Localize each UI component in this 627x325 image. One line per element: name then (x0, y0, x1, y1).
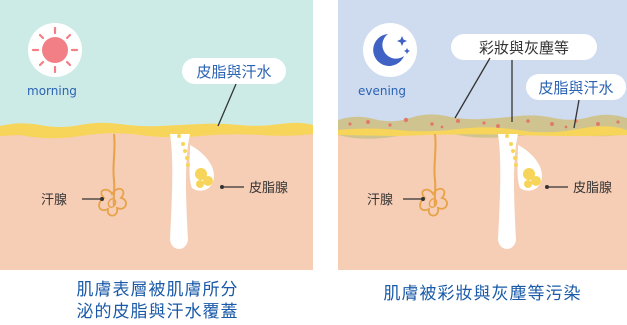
morning-label: morning (27, 84, 77, 98)
sebum-layer (338, 126, 627, 136)
sun-icon (28, 23, 82, 77)
hair-follicle (498, 134, 568, 249)
morning-panel: morning 皮脂與汗水 汗腺 (0, 0, 313, 270)
sweat-gland-label: 汗腺 (41, 193, 67, 208)
sweat-gland-label: 汗腺 (367, 193, 393, 208)
sebaceous-gland-label: 皮脂腺 (249, 181, 288, 196)
svg-text:皮脂與汗水: 皮脂與汗水 (196, 63, 271, 81)
hair-follicle (170, 134, 244, 249)
morning-caption: 肌膚表層被肌膚所分 泌的皮脂與汗水覆蓋 (20, 279, 295, 323)
sebum-sweat-label: 皮脂與汗水 (526, 74, 626, 129)
skin-background (338, 128, 627, 270)
makeup-dust-label: 彩妝與灰塵等 (451, 34, 597, 122)
morning-caption-line2: 泌的皮脂與汗水覆蓋 (76, 302, 239, 322)
svg-text:彩妝與灰塵等: 彩妝與灰塵等 (479, 39, 569, 57)
svg-text:皮脂與汗水: 皮脂與汗水 (538, 79, 613, 97)
sebum-sweat-label: 皮脂與汗水 (182, 58, 286, 127)
sweat-gland (82, 133, 127, 217)
sebum-layer (0, 122, 313, 139)
moon-stars-icon (363, 23, 417, 77)
sweat-gland (403, 133, 448, 217)
evening-label: evening (358, 84, 406, 98)
morning-caption-line1: 肌膚表層被肌膚所分 (76, 280, 239, 300)
evening-panel: evening 彩妝與灰塵等 皮脂與汗水 汗腺 (338, 0, 627, 270)
sebaceous-gland-label: 皮脂腺 (573, 181, 612, 196)
skin-background (0, 128, 313, 270)
evening-caption: 肌膚被彩妝與灰塵等污染 (383, 284, 582, 304)
